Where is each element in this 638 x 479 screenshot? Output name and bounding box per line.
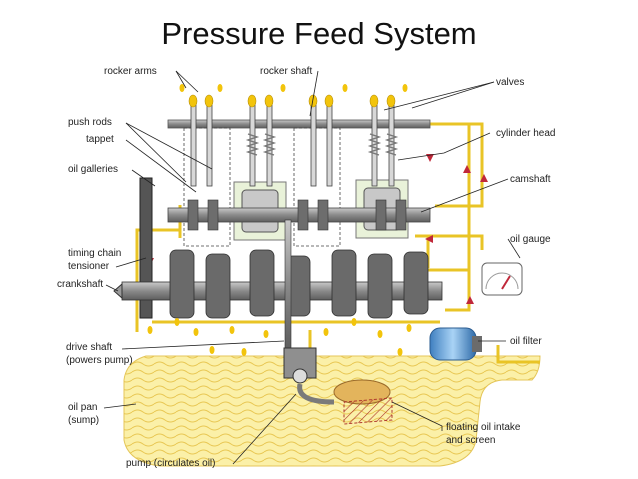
label-floating-oil-intake: floating oil intake (446, 422, 521, 433)
label-oil-filter: oil filter (510, 336, 542, 347)
label-valves: valves (496, 77, 525, 88)
label-push-rods: push rods (68, 117, 112, 128)
label-and-screen: and screen (446, 435, 496, 446)
drive-shaft (284, 219, 292, 349)
leader-lines (103, 70, 521, 465)
label-tensioner: tensioner (68, 261, 110, 272)
crankshaft (113, 249, 443, 319)
label-rocker-arms: rocker arms (104, 66, 157, 77)
page-title: Pressure Feed System (161, 16, 477, 51)
label-tappet: tappet (86, 134, 114, 145)
label-sump: (sump) (68, 415, 100, 426)
label-oil-galleries: oil galleries (68, 164, 119, 175)
label-pump: pump (circulates oil) (126, 458, 216, 469)
oil-filter (429, 327, 482, 361)
oil-gauge (481, 262, 523, 296)
label-timing-chain: timing chain (68, 248, 122, 259)
intake-screen (343, 397, 393, 425)
label-drive-shaft: drive shaft (66, 342, 113, 353)
label-powers-pump: (powers pump) (66, 355, 133, 366)
label-oil-gauge: oil gauge (510, 234, 551, 245)
valve-train (188, 94, 399, 187)
label-oil-pan: oil pan (68, 402, 98, 413)
oil-drops (147, 84, 412, 356)
label-cylinder-head: cylinder head (496, 128, 556, 139)
label-rocker-shaft: rocker shaft (260, 66, 313, 77)
oil-pump (283, 347, 317, 384)
label-camshaft: camshaft (510, 174, 551, 185)
label-crankshaft: crankshaft (57, 279, 104, 290)
